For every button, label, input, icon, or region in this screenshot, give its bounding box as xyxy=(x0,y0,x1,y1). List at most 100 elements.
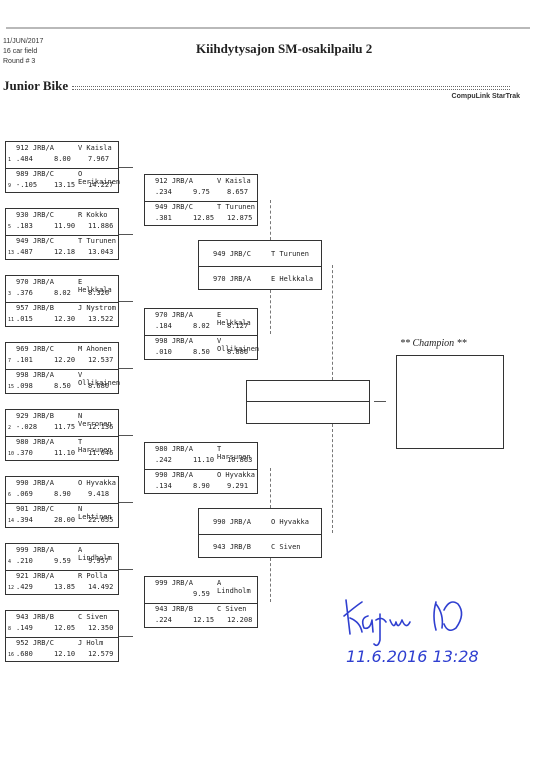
reaction-time: .370 xyxy=(16,449,33,457)
bracket-connector xyxy=(119,167,133,168)
racer-number: 990 JRB/A xyxy=(16,479,54,487)
racer-seed: 10 xyxy=(8,451,15,457)
reaction-time: .376 xyxy=(16,289,33,297)
reaction-time: .015 xyxy=(16,315,33,323)
racer-number: 969 JRB/C xyxy=(16,345,54,353)
racer-row: 980 JRB/A T Harsunen .242 11.10 10.863 xyxy=(145,443,257,470)
speed-value: 9.418 xyxy=(88,490,110,498)
racer-name: O Hyvakka xyxy=(217,471,255,479)
elapsed-time: 13.15 xyxy=(54,181,76,189)
racer-name: E Helkkala xyxy=(217,311,251,327)
reaction-time: -.028 xyxy=(16,423,38,431)
elapsed-time: 12.18 xyxy=(54,248,76,256)
elapsed-time: 12.30 xyxy=(54,315,76,323)
round1-pair-5: 929 JRB/B N Verronen 2 -.028 11.75 12.13… xyxy=(5,409,119,461)
speed-value: 12.208 xyxy=(227,616,253,624)
dotted-rule xyxy=(72,89,510,90)
speed-value: 12.136 xyxy=(88,423,114,431)
racer-name: V Kaisla xyxy=(78,144,112,152)
speed-value: 12.579 xyxy=(88,650,114,658)
racer-number: 999 JRB/A xyxy=(155,579,193,587)
racer-name: J Holm xyxy=(78,639,104,647)
racer-name: R Kokko xyxy=(78,211,108,219)
racer-row: 980 JRB/A T Harsunen 10 .370 11.10 11.64… xyxy=(6,436,118,462)
dotted-rule xyxy=(72,86,510,87)
racer-row: 990 JRB/A O Hyvakka xyxy=(199,509,321,535)
racer-seed: 9 xyxy=(8,183,12,189)
round2-pair-1: 912 JRB/A V Kaisla .234 9.75 8.657 949 J… xyxy=(144,174,258,226)
racer-seed: 1 xyxy=(8,157,12,163)
round2-pair-4: 999 JRB/A A Lindholm 9.59 943 JRB/B C Si… xyxy=(144,576,258,628)
speed-value: 13.522 xyxy=(88,315,114,323)
elapsed-time: 28.00 xyxy=(54,516,76,524)
reaction-time: .098 xyxy=(16,382,33,390)
round1-pair-7: 999 JRB/A A Lindholm 4 .210 9.59 9.957 9… xyxy=(5,543,119,595)
speed-value: 8.326 xyxy=(88,289,110,297)
elapsed-time: 12.05 xyxy=(54,624,76,632)
bracket-connector xyxy=(332,424,333,533)
reaction-time: .069 xyxy=(16,490,33,498)
final-pair xyxy=(246,380,370,424)
racer-row: 999 JRB/A A Lindholm 9.59 xyxy=(145,577,257,604)
elapsed-time: 8.02 xyxy=(193,322,210,330)
brand-label: CompuLink StarTrak xyxy=(451,93,520,100)
racer-name: M Ahonen xyxy=(78,345,112,353)
racer-name: C Siven xyxy=(271,543,301,551)
bracket-connector xyxy=(270,290,271,334)
racer-row: 998 JRB/A V Ollikainen .010 8.50 8.886 xyxy=(145,335,259,361)
reaction-time: .234 xyxy=(155,188,172,196)
speed-value: 13.043 xyxy=(88,248,114,256)
speed-value: 8.886 xyxy=(227,348,249,356)
racer-name: O Hyvakka xyxy=(271,518,309,526)
reaction-time: .149 xyxy=(16,624,33,632)
racer-number: 998 JRB/A xyxy=(155,337,193,345)
racer-row: 999 JRB/A A Lindholm 4 .210 9.59 9.957 xyxy=(6,544,118,571)
bracket-connector xyxy=(119,569,133,570)
round-number: Round # 3 xyxy=(3,58,36,65)
racer-number: 912 JRB/A xyxy=(16,144,54,152)
racer-number: 929 JRB/B xyxy=(16,412,54,420)
racer-number: 949 JRB/C xyxy=(155,203,193,211)
racer-name: A Lindholm xyxy=(78,546,112,562)
racer-row: 912 JRB/A V Kaisla 1 .484 8.00 7.967 xyxy=(6,142,118,169)
racer-row: 930 JRB/C R Kokko 5 .183 11.90 11.886 xyxy=(6,209,118,236)
racer-name: T Turunen xyxy=(271,250,309,258)
racer-number: 989 JRB/C xyxy=(16,170,54,178)
elapsed-time: 9.75 xyxy=(193,188,210,196)
racer-name: T Harsunen xyxy=(217,445,251,461)
speed-value: 8.680 xyxy=(88,382,110,390)
racer-number: 990 JRB/A xyxy=(155,471,193,479)
racer-seed: 15 xyxy=(8,384,15,390)
round1-pair-4: 969 JRB/C M Ahonen 7 .101 12.20 12.537 9… xyxy=(5,342,120,395)
reaction-time: .394 xyxy=(16,516,33,524)
racer-name: A Lindholm xyxy=(217,579,251,595)
racer-seed: 12 xyxy=(8,585,15,591)
racer-row: 929 JRB/B N Verronen 2 -.028 11.75 12.13… xyxy=(6,410,118,437)
racer-row: 989 JRB/C O Eerikainen 9 -.105 13.15 14.… xyxy=(6,168,120,194)
champion-box xyxy=(396,355,504,449)
racer-number: 949 JRB/C xyxy=(213,250,251,258)
bracket-connector xyxy=(270,200,271,240)
bracket-connector xyxy=(270,468,271,508)
racer-row: 998 JRB/A V Ollikainen 15 .098 8.50 8.68… xyxy=(6,369,120,395)
racer-row: 949 JRB/C T Turunen .381 12.85 12.875 xyxy=(145,201,257,227)
racer-row: 990 JRB/A O Hyvakka 6 .069 8.90 9.418 xyxy=(6,477,118,504)
elapsed-time: 8.90 xyxy=(193,482,210,490)
round1-pair-2: 930 JRB/C R Kokko 5 .183 11.90 11.886 94… xyxy=(5,208,119,260)
racer-row: 949 JRB/C T Turunen 13 .487 12.18 13.043 xyxy=(6,235,118,261)
racer-row: 921 JRB/A R Polla 12 .429 13.85 14.492 xyxy=(6,570,118,596)
reaction-time: .429 xyxy=(16,583,33,591)
speed-value: 12.537 xyxy=(88,356,114,364)
speed-value: 8.127 xyxy=(227,322,249,330)
racer-name: J Nystrom xyxy=(78,304,116,312)
racer-number: 943 JRB/B xyxy=(16,613,54,621)
elapsed-time: 8.90 xyxy=(54,490,71,498)
racer-row: 912 JRB/A V Kaisla .234 9.75 8.657 xyxy=(145,175,257,202)
round2-pair-2: 970 JRB/A E Helkkala .184 8.02 8.127 998… xyxy=(144,308,259,361)
racer-row: 957 JRB/B J Nystrom 11 .015 12.30 13.522 xyxy=(6,302,118,328)
reaction-time: .210 xyxy=(16,557,33,565)
racer-row: 901 JRB/C N Lehtinen 14 .394 28.00 22.65… xyxy=(6,503,118,529)
racer-number: 943 JRB/B xyxy=(155,605,193,613)
bracket-connector xyxy=(119,435,133,436)
speed-value: 14.492 xyxy=(88,583,114,591)
